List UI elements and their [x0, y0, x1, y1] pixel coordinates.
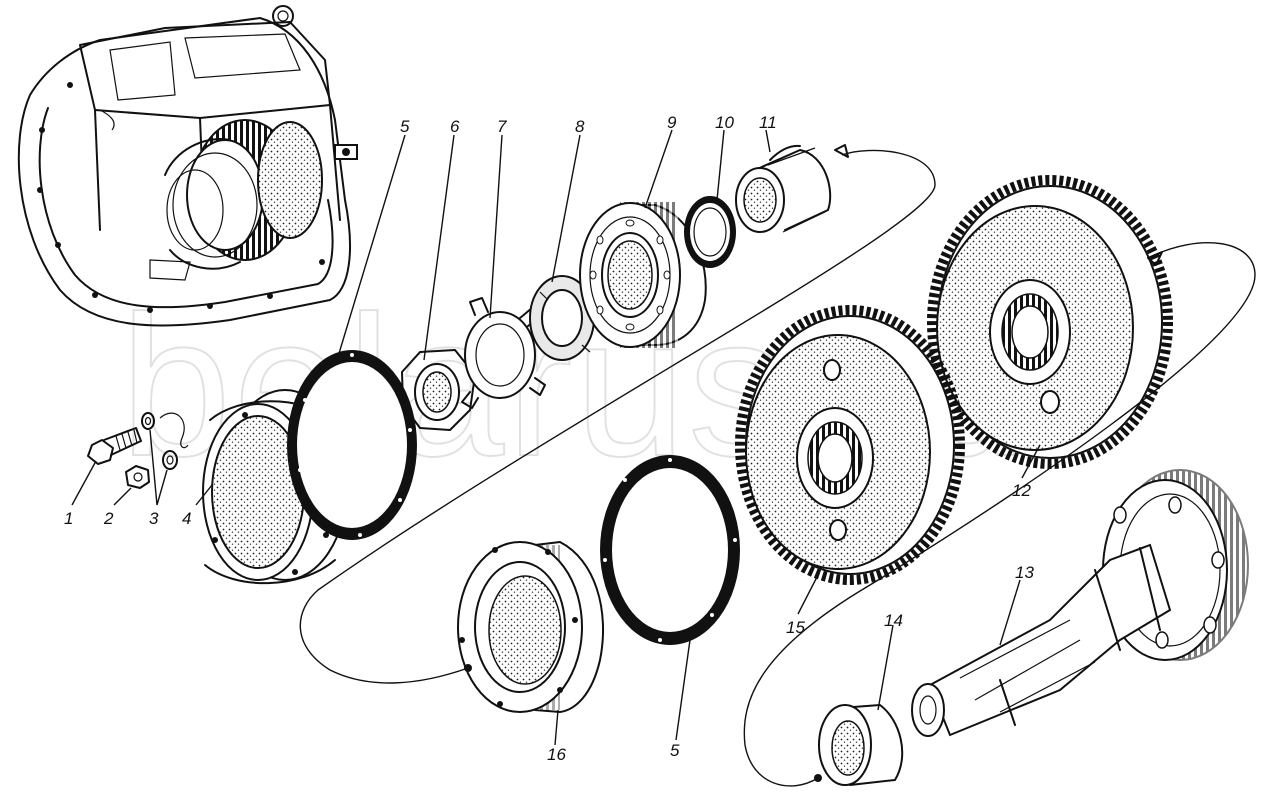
part-16-bearing-cup: [457, 541, 604, 713]
callout-10: 10: [715, 113, 734, 132]
callout-12: 12: [1012, 481, 1031, 500]
callout-15: 15: [786, 618, 805, 637]
callout-1: 1: [64, 509, 73, 528]
callout-labels: 1 2 3 4 5 6 7 8 9 10 11 12 13 14 15 16 5: [64, 113, 1034, 764]
part-12-large-gear: [927, 175, 1173, 469]
part-1-bolt: [87, 427, 142, 465]
part-10-spacer-ring: [684, 196, 736, 268]
gearbox-housing: [17, 5, 358, 327]
leader-lines: [71, 129, 1041, 746]
callout-8: 8: [575, 117, 585, 136]
callout-14: 14: [884, 611, 903, 630]
part-3-lock-washers: [141, 412, 189, 470]
part-15-driven-gear: [735, 305, 965, 585]
callout-13: 13: [1015, 563, 1034, 582]
callout-3: 3: [149, 509, 159, 528]
callout-5-upper: 5: [400, 117, 410, 136]
assembly-path-lines: [299, 144, 1256, 787]
part-14-bearing-cone: [818, 704, 904, 786]
callout-5-lower: 5: [670, 741, 680, 760]
callout-11: 11: [759, 113, 777, 132]
part-8-retaining-ring: [529, 275, 595, 361]
callout-16: 16: [547, 745, 566, 764]
part-6-slotted-nut: [401, 349, 476, 431]
part-5-gasket-upper: [287, 350, 417, 540]
part-9-roller-bearing: [579, 202, 707, 348]
callout-4: 4: [182, 509, 191, 528]
callout-7: 7: [497, 117, 507, 136]
part-13-output-shaft: [911, 469, 1249, 737]
part-5-gasket-lower: [600, 455, 740, 645]
callout-2: 2: [103, 509, 114, 528]
part-2-nut: [125, 465, 150, 489]
callout-6: 6: [450, 117, 460, 136]
part-11-bushing-sleeve: [735, 144, 832, 233]
callout-9: 9: [667, 113, 677, 132]
